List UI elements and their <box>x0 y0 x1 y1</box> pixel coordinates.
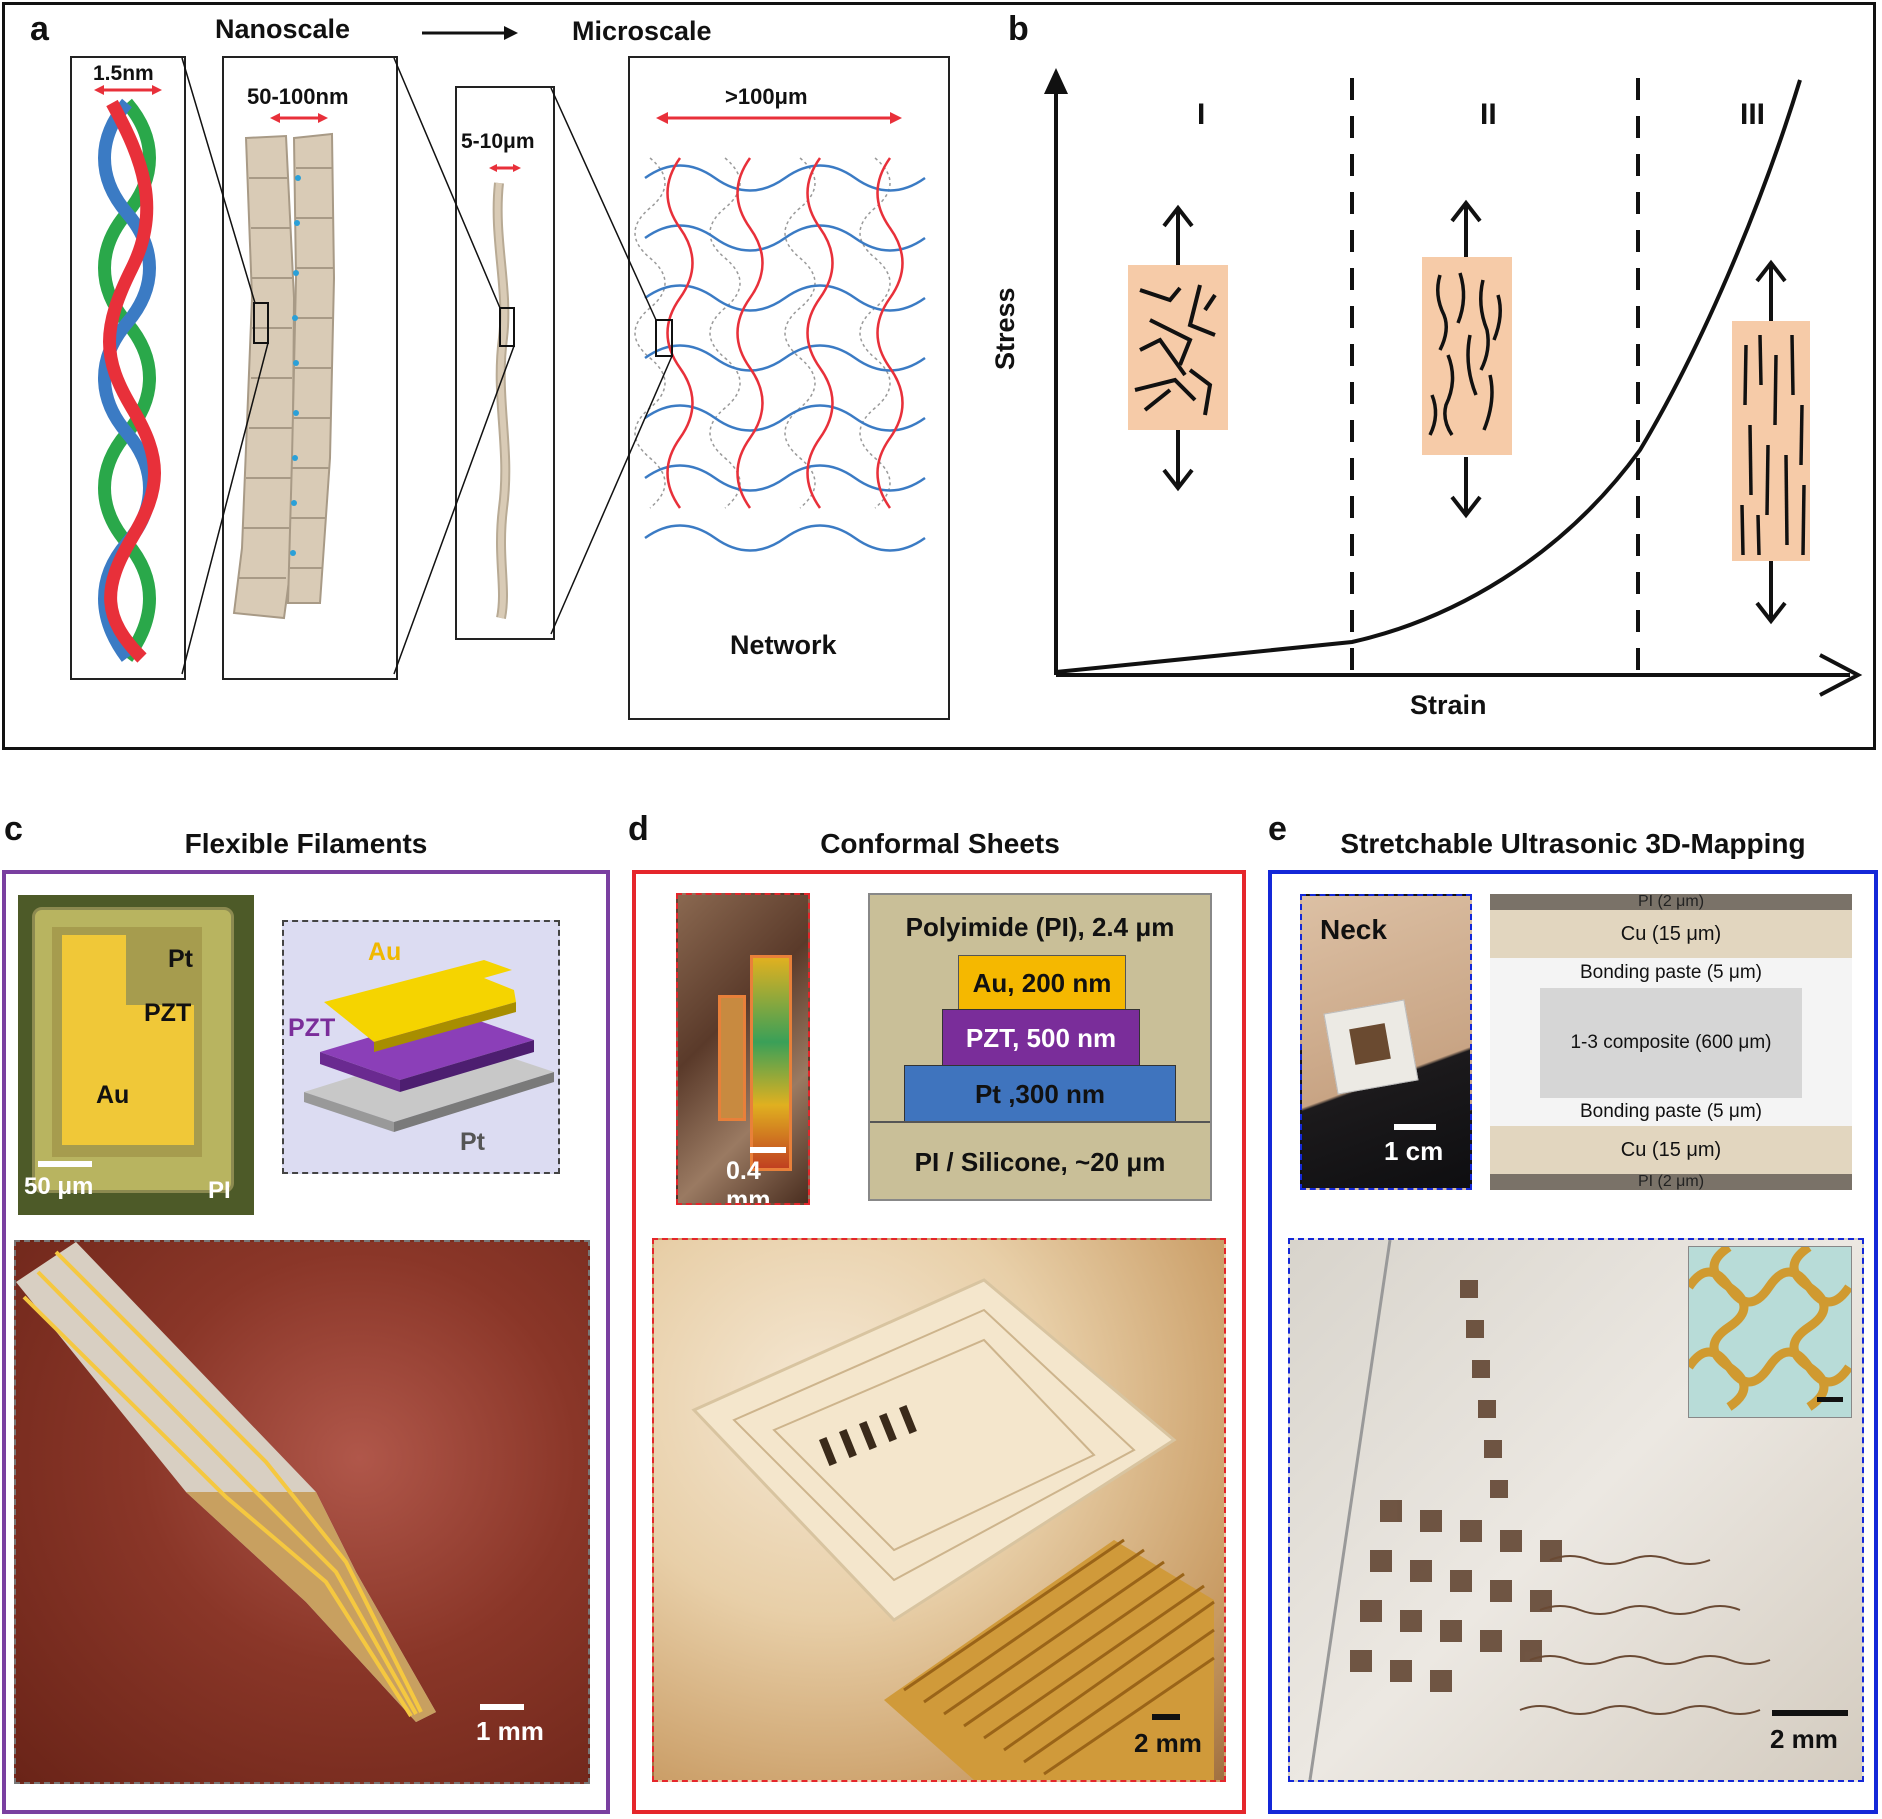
inset-scale-bar <box>1817 1397 1843 1402</box>
layer-paste-top: Bonding paste (5 μm) <box>1490 958 1852 988</box>
panel-b-letter: b <box>1008 10 1029 48</box>
stack-pt-label: Pt <box>460 1128 485 1156</box>
serpentine-inset <box>1688 1246 1852 1418</box>
stack-pzt-label: PZT <box>288 1014 336 1042</box>
sheet-layer-base: PI / Silicone, ~20 μm <box>870 1121 1210 1201</box>
filament-scale-bar <box>480 1704 524 1710</box>
sheet-scale-bar <box>1152 1714 1180 1720</box>
filament-probe <box>16 1242 436 1722</box>
nanoscale-label: Nanoscale <box>215 14 351 44</box>
sample-region-i <box>1128 204 1228 492</box>
fiber-drawing <box>489 164 521 619</box>
layer-cu-top: Cu (15 μm) <box>1490 910 1852 958</box>
panel-e-title: Stretchable Ultrasonic 3D-Mapping <box>1340 828 1806 859</box>
panel-c-frame <box>2 870 610 1814</box>
layer-pi-bottom: PI (2 μm) <box>1490 1173 1852 1190</box>
sheet-inset-scale-label: 0.4 mm <box>726 1157 771 1205</box>
sheet-photo: 2 mm <box>652 1238 1226 1782</box>
panel-d-title: Conformal Sheets <box>820 828 1060 859</box>
panel-c-title: Flexible Filaments <box>184 828 428 859</box>
zoom-connectors <box>181 57 673 675</box>
sheet-inset-scale-bar <box>750 1147 786 1153</box>
region-ii-label: II <box>1480 98 1497 131</box>
network-drawing <box>634 112 926 552</box>
micrograph-pt-label: Pt <box>168 945 193 973</box>
helix-box <box>70 56 186 680</box>
neck-photo: Neck 1 cm <box>1300 894 1472 1190</box>
stress-strain-plot <box>1044 68 1863 697</box>
filament-scale-label: 1 mm <box>476 1716 544 1746</box>
scale-arrow <box>422 26 518 40</box>
panel-e-frame <box>1268 870 1878 1814</box>
sheet-layer-diagram: Polyimide (PI), 2.4 μm Au, 200 nm PZT, 5… <box>868 893 1212 1201</box>
network-label: Network <box>730 630 837 660</box>
transducer-layer-diagram: PI (2 μm) Cu (15 μm) Bonding paste (5 μm… <box>1490 893 1852 1190</box>
sample-region-ii <box>1422 199 1512 519</box>
neck-scale-bar <box>1394 1124 1436 1130</box>
panel-ab-frame <box>2 2 1876 750</box>
panel-e-letter: e <box>1268 810 1287 848</box>
sheet-layer-au: Au, 200 nm <box>958 955 1126 1011</box>
x-axis-label: Strain <box>1410 690 1487 720</box>
layer-composite: 1-3 composite (600 μm) <box>1540 988 1802 1098</box>
triple-helix <box>94 85 162 663</box>
region-iii-label: III <box>1740 98 1766 131</box>
microscale-label: Microscale <box>572 16 712 46</box>
panel-d-frame <box>632 870 1246 1814</box>
serpentine-interconnects <box>1689 1247 1851 1411</box>
dim-4-label: >100μm <box>725 84 808 109</box>
micrograph-au-label: Au <box>96 1081 130 1109</box>
array-scale-bar <box>1772 1710 1848 1716</box>
filament-photo: 1 mm <box>14 1240 590 1784</box>
sheet-layer-pt: Pt ,300 nm <box>904 1065 1176 1123</box>
sheet-device <box>691 1278 1215 1780</box>
micrograph-pi-label: PI <box>208 1177 231 1204</box>
sheet-layer-pzt: PZT, 500 nm <box>942 1009 1140 1067</box>
panel-d-letter: d <box>628 810 649 848</box>
panel-a-letter: a <box>30 10 49 48</box>
micrograph-pzt-label: PZT <box>144 999 192 1027</box>
y-axis-label: Stress <box>990 287 1020 370</box>
array-scale-label: 2 mm <box>1770 1724 1838 1754</box>
dim-1-label: 1.5nm <box>93 62 154 85</box>
filament-stack-schematic: Au PZT Pt <box>282 920 560 1174</box>
neck-label: Neck <box>1320 914 1387 945</box>
dim-2-label: 50-100nm <box>247 84 349 109</box>
dim-3-label: 5-10μm <box>461 130 535 153</box>
layer-pi-top: PI (2 μm) <box>1490 893 1852 910</box>
sheet-scale-label: 2 mm <box>1134 1728 1202 1758</box>
micrograph-scale-label: 50 μm <box>24 1173 94 1200</box>
layer-paste-bottom: Bonding paste (5 μm) <box>1490 1098 1852 1126</box>
stack-au-label: Au <box>368 938 402 966</box>
neck-scale-label: 1 cm <box>1384 1136 1444 1166</box>
transducer-array <box>1308 1240 1771 1780</box>
pzt-micrograph: Pt PZT Au 50 μm PI <box>18 895 254 1215</box>
panel-c-letter: c <box>4 810 23 848</box>
sample-region-iii <box>1732 259 1810 625</box>
sheet-inset-photo: 0.4 mm <box>676 893 810 1205</box>
fibril-drawing <box>232 113 336 620</box>
layer-cu-bottom: Cu (15 μm) <box>1490 1126 1852 1174</box>
filament-layer-stack <box>304 960 554 1132</box>
array-photo: 2 mm <box>1288 1238 1864 1782</box>
sheet-layer-pi-top: Polyimide (PI), 2.4 μm <box>905 911 1175 942</box>
micrograph-scale-bar <box>38 1161 92 1167</box>
region-i-label: I <box>1197 98 1206 131</box>
